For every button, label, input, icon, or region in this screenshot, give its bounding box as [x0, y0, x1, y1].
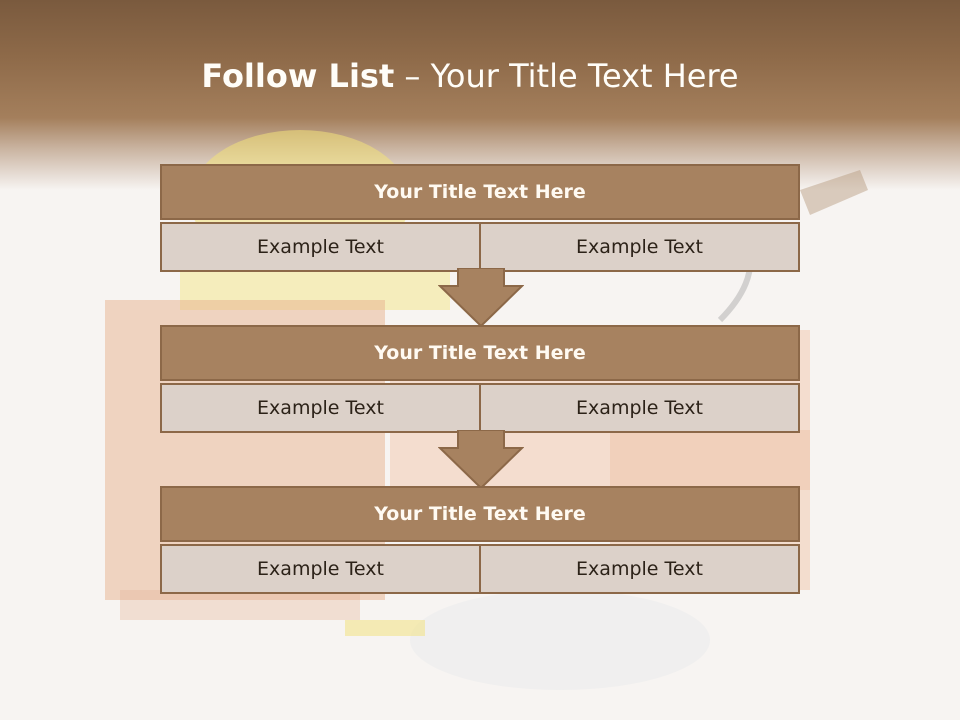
- slide-title-bold: Follow List: [201, 57, 395, 95]
- block-2-title: Your Title Text Here: [160, 325, 800, 381]
- block-3-title: Your Title Text Here: [160, 486, 800, 542]
- slide-title: Follow List – Your Title Text Here: [0, 55, 940, 97]
- slide-title-rest: – Your Title Text Here: [394, 57, 739, 95]
- down-arrow-icon: [438, 268, 524, 328]
- block-1-cell-left: Example Text: [160, 222, 481, 272]
- block-2-cell-right: Example Text: [481, 383, 800, 433]
- list-block-1: Your Title Text Here Example Text Exampl…: [160, 164, 800, 272]
- block-2-cell-left: Example Text: [160, 383, 481, 433]
- block-1-row: Example Text Example Text: [160, 222, 800, 272]
- block-3-cell-left: Example Text: [160, 544, 481, 594]
- header-band: [0, 0, 960, 190]
- block-1-title: Your Title Text Here: [160, 164, 800, 220]
- block-2-row: Example Text Example Text: [160, 383, 800, 433]
- block-1-cell-right: Example Text: [481, 222, 800, 272]
- down-arrow-icon: [438, 430, 524, 490]
- list-block-2: Your Title Text Here Example Text Exampl…: [160, 325, 800, 433]
- block-3-cell-right: Example Text: [481, 544, 800, 594]
- list-block-3: Your Title Text Here Example Text Exampl…: [160, 486, 800, 594]
- block-3-row: Example Text Example Text: [160, 544, 800, 594]
